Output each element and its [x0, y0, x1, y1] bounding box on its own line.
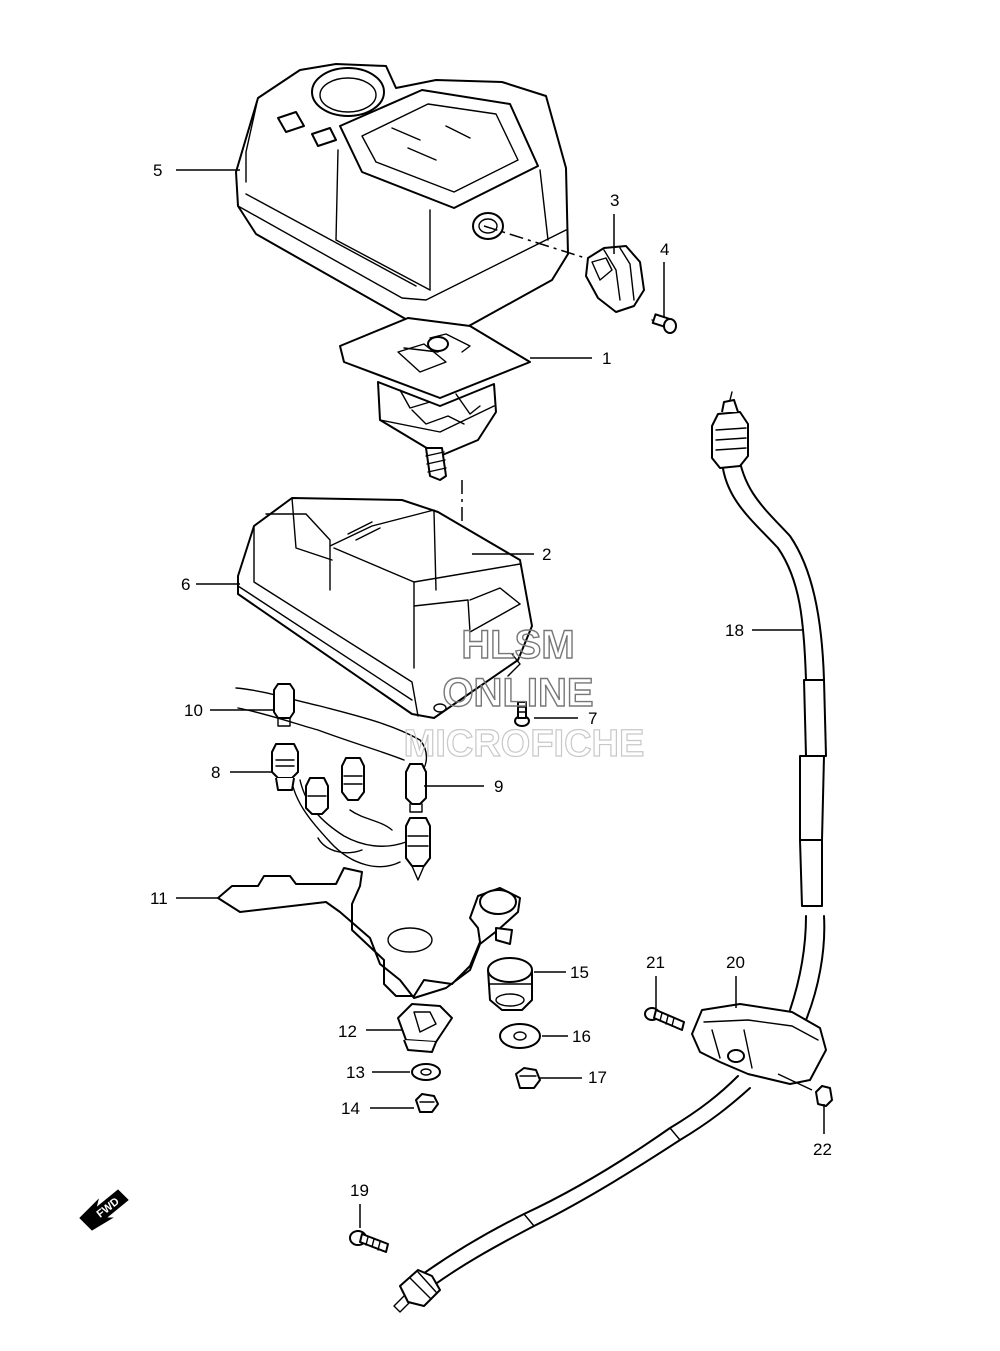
callout-10: 10	[184, 701, 203, 720]
part-bracket	[217, 867, 521, 999]
callout-8: 8	[211, 763, 220, 782]
part-washer-16	[499, 1023, 541, 1049]
part-grommet	[487, 957, 533, 1011]
part-bolt-19	[349, 1230, 389, 1253]
callout-5: 5	[153, 161, 162, 180]
part-bulb-10	[235, 683, 427, 777]
callout-labels: 5 1 2 3 4 6 7 8 9 10 11 12 13 14 15 16 1…	[150, 161, 832, 1200]
callout-2: 2	[542, 545, 551, 564]
part-cable-lower	[393, 1075, 751, 1313]
callout-21: 21	[646, 953, 665, 972]
part-meter-unit	[339, 317, 531, 481]
part-washer-13	[411, 1063, 441, 1081]
callout-1: 1	[602, 349, 611, 368]
part-clamp	[691, 1003, 827, 1085]
watermark-line-2: ONLINE	[442, 671, 593, 715]
part-connector-12	[397, 1003, 453, 1053]
callout-16: 16	[572, 1027, 591, 1046]
callout-11: 11	[150, 889, 168, 908]
part-lower-case	[237, 497, 533, 719]
part-screw-small	[651, 313, 677, 334]
callout-19: 19	[350, 1181, 369, 1200]
fwd-arrow-icon: FWD	[79, 1189, 129, 1231]
part-nut-22	[815, 1085, 833, 1107]
callout-9: 9	[494, 777, 503, 796]
callout-14: 14	[341, 1099, 360, 1118]
callout-3: 3	[610, 191, 619, 210]
part-cable-upper	[711, 391, 827, 1021]
part-nut-14	[415, 1093, 439, 1113]
callout-15: 15	[570, 963, 589, 982]
callout-17: 17	[588, 1068, 607, 1087]
leader-lines	[176, 169, 825, 1228]
part-bolt-21	[644, 1007, 685, 1031]
alignment-line	[483, 225, 599, 263]
part-nut-17	[515, 1067, 541, 1089]
part-bulb-socket	[585, 245, 645, 313]
callout-22: 22	[813, 1140, 832, 1159]
watermark-line-1: HLSM	[461, 623, 574, 667]
watermark: HLSM ONLINE MICROFICHE	[403, 622, 645, 765]
callout-12: 12	[338, 1022, 357, 1041]
callout-7: 7	[588, 709, 597, 728]
part-screw-7	[514, 701, 530, 727]
callout-18: 18	[725, 621, 744, 640]
callout-4: 4	[660, 240, 669, 259]
callout-6: 6	[181, 575, 190, 594]
callout-20: 20	[726, 953, 745, 972]
callout-13: 13	[346, 1063, 365, 1082]
part-wiring-harness	[271, 743, 431, 881]
watermark-line-3: MICROFICHE	[404, 723, 645, 765]
part-upper-case	[235, 63, 569, 335]
